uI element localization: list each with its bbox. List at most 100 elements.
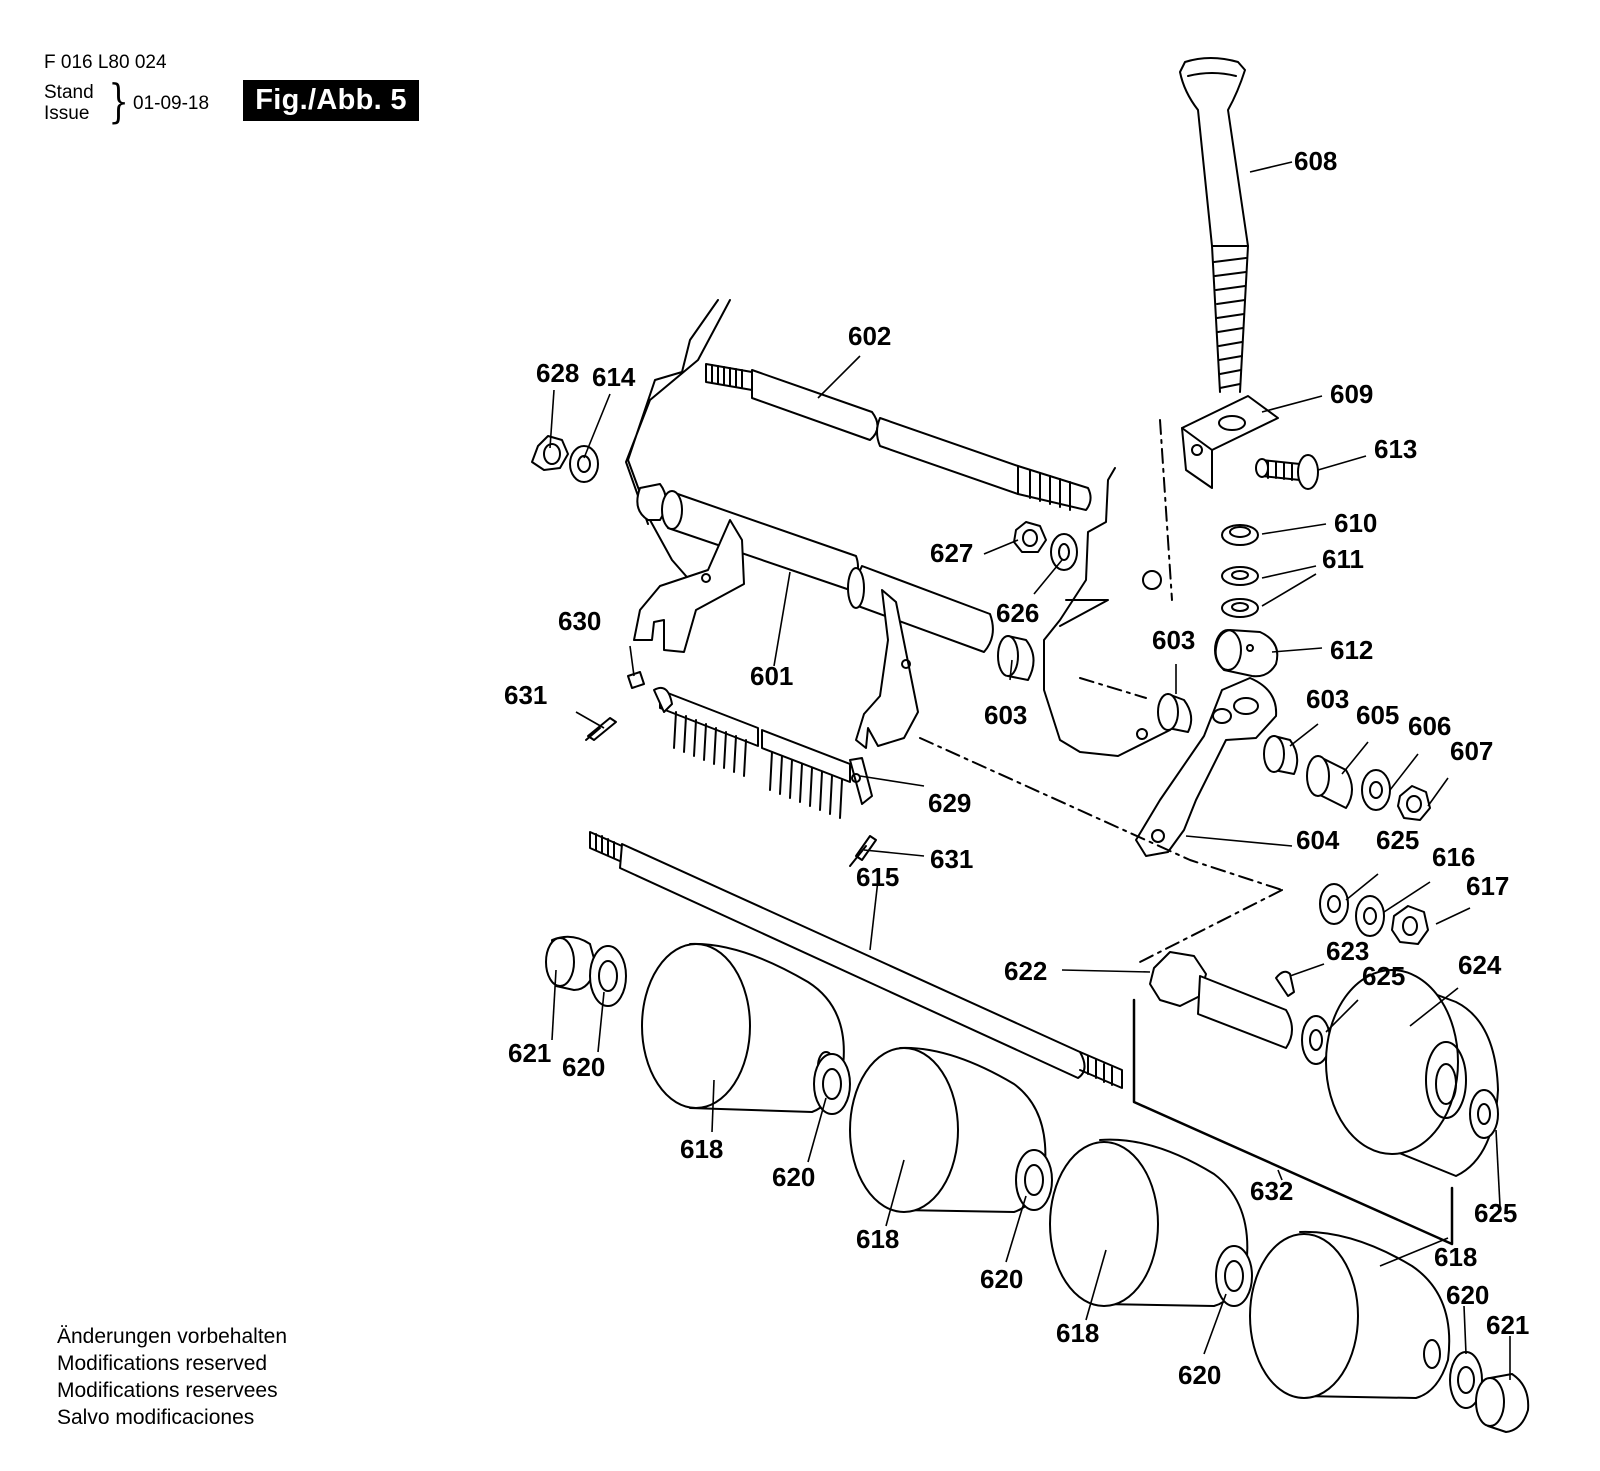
frame-plate — [625, 299, 731, 593]
note-line-en: Modifications reserved — [57, 1352, 268, 1375]
label-603-left: 603 — [984, 700, 1027, 730]
label-625-lower: 625 — [1474, 1198, 1517, 1228]
label-627: 627 — [930, 538, 973, 568]
label-625-upper: 625 — [1376, 825, 1419, 855]
washer-611a — [1221, 566, 1259, 586]
washer-620a — [589, 945, 627, 1007]
stand-label: Stand — [44, 82, 94, 103]
bolt-613 — [1255, 454, 1319, 490]
label-630: 630 — [558, 606, 601, 636]
label-603-upper: 603 — [1152, 625, 1195, 655]
cotter-pin-623 — [1275, 970, 1295, 997]
label-608: 608 — [1294, 146, 1337, 176]
label-614: 614 — [592, 362, 636, 392]
label-610: 610 — [1334, 508, 1377, 538]
sleeve-605 — [1306, 755, 1353, 809]
washer-614 — [569, 445, 599, 483]
nipple-630 — [627, 671, 645, 689]
washer-620b — [813, 1053, 851, 1115]
handle-608 — [1179, 57, 1249, 393]
shaft-622 — [1149, 951, 1293, 1049]
collar-621b — [1475, 1373, 1530, 1433]
label-609: 609 — [1330, 379, 1373, 409]
modifications-note: Änderungen vorbehalten Modifications res… — [57, 1323, 287, 1431]
axle-601 — [633, 483, 994, 749]
roller-618a — [641, 942, 845, 1113]
leader-lines — [549, 161, 1511, 1380]
washer-626 — [1050, 533, 1078, 571]
label-616: 616 — [1432, 842, 1475, 872]
figure-badge: Fig./Abb. 5 — [243, 80, 419, 121]
scarifier-629 — [653, 686, 873, 819]
label-622: 622 — [1004, 956, 1047, 986]
roller-618b — [849, 1046, 1047, 1213]
label-618-d: 618 — [1434, 1242, 1477, 1272]
issue-date: 01-09-18 — [133, 93, 210, 114]
label-618-c: 618 — [1056, 1318, 1099, 1348]
washer-625a — [1319, 883, 1349, 925]
pin-631a — [587, 717, 617, 741]
label-620-e: 620 — [1446, 1280, 1489, 1310]
label-612: 612 — [1330, 635, 1373, 665]
washer-620e — [1449, 1351, 1483, 1409]
washer-620d — [1215, 1245, 1253, 1307]
label-605: 605 — [1356, 700, 1399, 730]
part-labels: 608 609 613 610 611 612 603 603 605 606 … — [504, 146, 1529, 1390]
label-628: 628 — [536, 358, 579, 388]
washer-620c — [1015, 1149, 1053, 1211]
label-625-mid: 625 — [1362, 961, 1405, 991]
label-624: 624 — [1458, 950, 1502, 980]
note-line-fr: Modifications reservees — [57, 1379, 278, 1402]
label-621-left: 621 — [508, 1038, 551, 1068]
label-604: 604 — [1296, 825, 1340, 855]
collar-621a — [545, 935, 597, 991]
nut-627 — [1013, 521, 1047, 553]
label-631-left: 631 — [504, 680, 547, 710]
brace-glyph: } — [108, 74, 129, 128]
label-626: 626 — [996, 598, 1039, 628]
label-621-right: 621 — [1486, 1310, 1529, 1340]
lever-604 — [1135, 677, 1278, 857]
bushing-603c — [1263, 735, 1299, 775]
spring-washer-616 — [1355, 895, 1385, 937]
label-629: 629 — [928, 788, 971, 818]
bushing-612 — [1214, 629, 1279, 678]
label-618-b: 618 — [856, 1224, 899, 1254]
roller-618c — [1049, 1138, 1249, 1307]
bracket-632 — [1132, 998, 1454, 1246]
washer-611b — [1221, 598, 1259, 618]
label-601: 601 — [750, 661, 793, 691]
bushing-603b — [1157, 693, 1193, 733]
label-620-left: 620 — [562, 1052, 605, 1082]
pin-631b — [855, 835, 877, 861]
washer-606 — [1361, 769, 1391, 811]
label-607: 607 — [1450, 736, 1493, 766]
shaft-615 — [589, 831, 1123, 1089]
label-620-d: 620 — [1178, 1360, 1221, 1390]
label-632: 632 — [1250, 1176, 1293, 1206]
issue-label: Issue — [44, 103, 90, 124]
label-615: 615 — [856, 862, 899, 892]
roller-618d — [1249, 1230, 1451, 1399]
note-line-es: Salvo modificaciones — [57, 1406, 255, 1429]
roller-624 — [1325, 969, 1499, 1177]
label-623: 623 — [1326, 936, 1369, 966]
label-606: 606 — [1408, 711, 1451, 741]
bushing-603a — [997, 635, 1035, 681]
shaft-602 — [705, 363, 1092, 511]
label-602: 602 — [848, 321, 891, 351]
label-618-a: 618 — [680, 1134, 723, 1164]
nut-607 — [1397, 785, 1431, 821]
nut-617 — [1391, 905, 1429, 945]
stand-issue-labels: Stand Issue — [44, 82, 94, 124]
label-631-right: 631 — [930, 844, 973, 874]
bracket-609 — [1181, 395, 1279, 489]
label-620-b: 620 — [772, 1162, 815, 1192]
label-603-right: 603 — [1306, 684, 1349, 714]
label-617: 617 — [1466, 871, 1509, 901]
document-code: F 016 L80 024 — [44, 52, 167, 73]
label-611: 611 — [1322, 544, 1364, 574]
label-613: 613 — [1374, 434, 1417, 464]
note-line-de: Änderungen vorbehalten — [57, 1325, 288, 1348]
